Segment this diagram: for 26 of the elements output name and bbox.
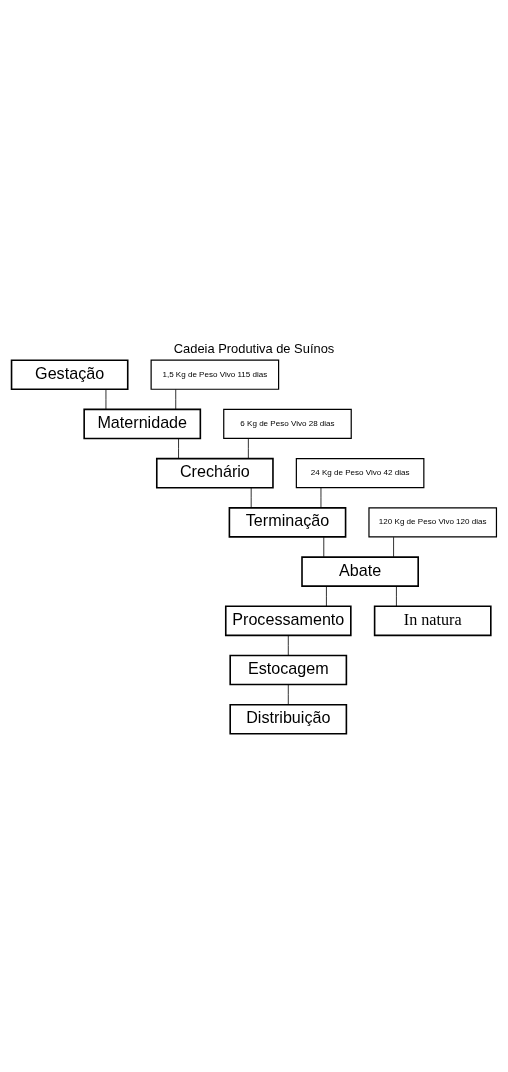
node-box: Terminação — [228, 506, 347, 538]
node-box: Crechário — [155, 457, 274, 488]
node-box: Gestação — [10, 358, 129, 390]
node-box: Processamento — [224, 605, 352, 636]
connector — [320, 487, 322, 508]
connector — [287, 683, 289, 705]
node-box: 120 Kg de Peso Vivo 120 dias — [368, 506, 498, 537]
diagram-title: Cadeia Produtiva de Suínos — [173, 340, 335, 356]
connector — [287, 634, 289, 656]
node-box: Estocagem — [229, 654, 348, 685]
node-box: 24 Kg de Peso Vivo 42 dias — [295, 457, 425, 488]
connector — [250, 487, 252, 508]
connector — [326, 585, 327, 606]
node-box: 6 Kg de Peso Vivo 28 dias — [223, 408, 352, 439]
connector — [323, 536, 325, 557]
node-box: 1,5 Kg de Peso Vivo 115 dias — [150, 359, 280, 390]
node-box: Abate — [301, 555, 419, 587]
connector — [105, 388, 107, 410]
connector — [247, 437, 249, 459]
node-box: Maternidade — [83, 408, 202, 439]
connector — [396, 585, 397, 606]
connector — [175, 388, 177, 410]
connector — [393, 536, 394, 557]
node-box: Distribuição — [229, 703, 348, 735]
node-box: In natura — [373, 605, 492, 636]
connector — [178, 437, 179, 459]
